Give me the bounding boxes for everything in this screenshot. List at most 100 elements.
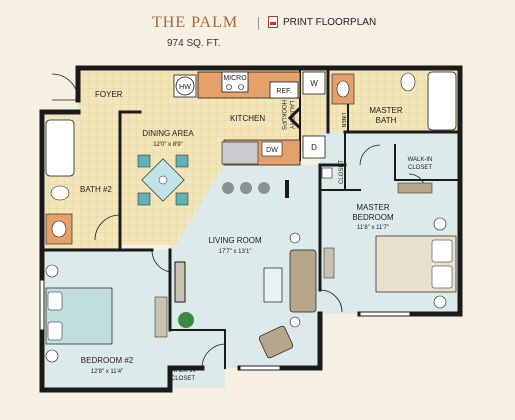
water-heater-icon	[175, 76, 195, 96]
laundry-fixtures	[287, 71, 326, 159]
kitchen-fixtures	[173, 71, 301, 198]
bath2-label: BATH #2	[80, 185, 112, 194]
print-floorplan-button[interactable]: PRINT FLOORPLAN	[268, 16, 376, 28]
walkin-bed2-line2: CLOSET	[171, 376, 195, 382]
laundry-door-icon	[287, 106, 302, 130]
toilet-icon	[50, 185, 70, 201]
pdf-icon	[268, 16, 278, 28]
bathtub-bath2	[45, 119, 75, 177]
dresser-master	[323, 247, 335, 279]
chair-icon	[137, 192, 151, 206]
lamp-icon	[45, 349, 59, 363]
bed2-door-swing	[151, 249, 171, 273]
lamp-icon	[289, 232, 301, 244]
sink-icon	[51, 220, 67, 238]
living-label: LIVING ROOM	[208, 236, 262, 245]
exterior-wall-left	[39, 109, 81, 253]
sofa	[289, 249, 317, 313]
master-door-swing	[319, 289, 343, 313]
bathtub-master	[427, 71, 457, 131]
walls	[39, 65, 463, 393]
chair-icon	[175, 192, 189, 206]
micro-label: MICRO	[223, 75, 247, 82]
print-floorplan-label: PRINT FLOORPLAN	[283, 16, 377, 28]
header-divider	[258, 17, 259, 30]
master-bath-line1: MASTER	[369, 106, 403, 115]
sink-icon	[336, 80, 350, 98]
bath2-door-swing	[94, 214, 121, 241]
pillow-icon	[431, 239, 453, 263]
windows	[39, 261, 411, 371]
dryer-label: D	[311, 143, 317, 152]
bedroom2-label: BEDROOM #2	[81, 356, 134, 365]
pillow-icon	[47, 321, 63, 341]
linen-label: LINEN	[340, 113, 346, 128]
master-bed-line1: MASTER	[356, 203, 390, 212]
washer	[302, 71, 326, 95]
ref-label: REF.	[276, 88, 291, 95]
coffee-table	[263, 267, 283, 303]
master-bed-dims: 11'8" x 11'7"	[357, 225, 389, 231]
dw-label: DW	[266, 147, 278, 154]
walkin-master-line2: CLOSET	[408, 165, 432, 171]
chair-icon	[175, 154, 189, 168]
master-furniture	[321, 167, 457, 309]
master-bath-line2: BATH	[376, 116, 397, 125]
bedroom2-dims: 12'8" x 11'4"	[91, 369, 123, 375]
plant-icon	[178, 312, 194, 328]
master-bed-line2: BEDROOM	[352, 213, 394, 222]
fixture-labels: HW MICRO REF. DW W D	[179, 75, 318, 154]
window-master	[359, 311, 411, 317]
dryer	[302, 135, 326, 159]
barstool-icon	[222, 182, 234, 194]
kitchen-pass-through	[285, 180, 289, 198]
barstool-icon	[258, 182, 270, 194]
lamp-icon	[45, 264, 59, 278]
refrigerator	[269, 81, 299, 99]
dining-table	[137, 154, 189, 206]
carpet-walkin-bed2	[170, 330, 225, 388]
bath2-fixtures	[45, 119, 75, 245]
carpet-living	[170, 165, 320, 368]
burner-icon	[238, 84, 244, 90]
laundry-line2: HOOKUPS	[280, 100, 286, 130]
living-dims: 17'7" x 13'1"	[219, 249, 252, 255]
master-bath-door-swing	[359, 144, 381, 166]
plan-title: THE PALM	[152, 14, 239, 31]
dishwasher	[261, 141, 283, 157]
walkin-master-line1: WALK-IN	[408, 157, 433, 163]
dining-dims: 12'0" x 8'9"	[153, 142, 183, 148]
bedroom2-furniture	[45, 264, 168, 363]
square-footage: 974 SQ. FT.	[167, 38, 221, 49]
master-desk	[397, 182, 433, 194]
burner-icon	[226, 84, 232, 90]
foyer-label: FOYER	[95, 90, 123, 99]
barstool-icon	[240, 182, 252, 194]
walkin-bed2-door-swing	[201, 343, 227, 369]
washer-label: W	[310, 79, 318, 88]
dining-label: DINING AREA	[142, 129, 194, 138]
lamp-icon	[433, 295, 447, 309]
toilet-icon	[400, 72, 416, 92]
dresser-bedroom2	[154, 296, 168, 338]
living-furniture	[178, 232, 317, 359]
master-bath-fixtures	[331, 71, 457, 131]
exterior-wall-bottom-left	[39, 247, 205, 393]
closet-label: CLOSET	[339, 160, 345, 184]
walkin-bed2-line1: WALK-IN	[171, 368, 196, 374]
lamp-icon	[433, 217, 447, 231]
table-center-icon	[158, 175, 168, 185]
kitchen-label: KITCHEN	[230, 114, 265, 123]
exterior-wall-top-right	[75, 65, 463, 317]
entry-door-swing	[51, 73, 79, 101]
pillow-icon	[47, 291, 63, 311]
kitchen-sink	[221, 141, 259, 165]
room-labels: FOYER KITCHEN DINING AREA 12'0" x 8'9" B…	[80, 90, 432, 382]
window-living	[239, 365, 281, 371]
water-heater	[173, 74, 197, 98]
armchair	[258, 325, 294, 359]
hw-label: HW	[179, 84, 191, 91]
pillow-icon	[431, 265, 453, 289]
